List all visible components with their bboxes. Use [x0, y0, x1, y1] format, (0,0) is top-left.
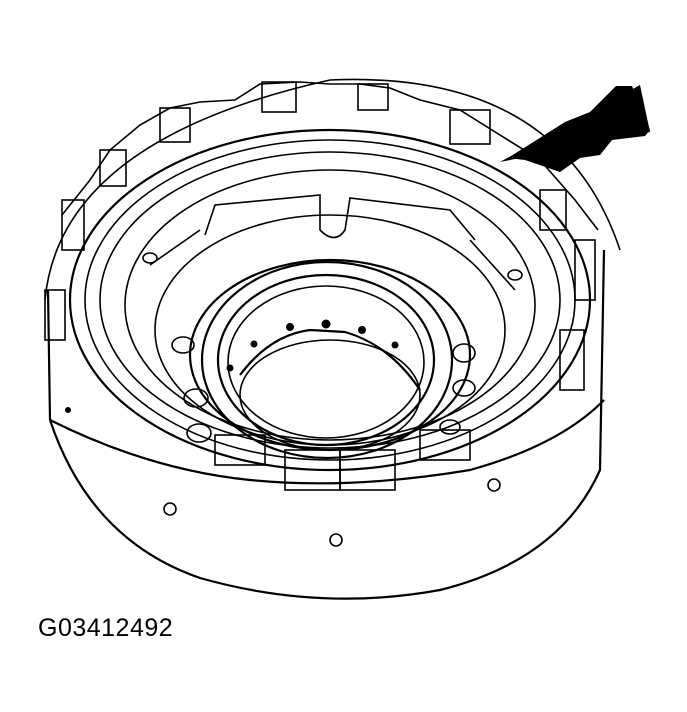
hub-holes — [226, 319, 399, 372]
callout-arrow-icon — [500, 85, 650, 172]
inner-rings — [68, 128, 592, 472]
face-ports — [142, 252, 523, 443]
drum-rim-teeth — [44, 81, 599, 491]
figure-id-label: G03412492 — [38, 614, 174, 642]
inner-notch — [149, 194, 516, 291]
shell-holes — [65, 407, 501, 547]
hub — [200, 260, 454, 460]
